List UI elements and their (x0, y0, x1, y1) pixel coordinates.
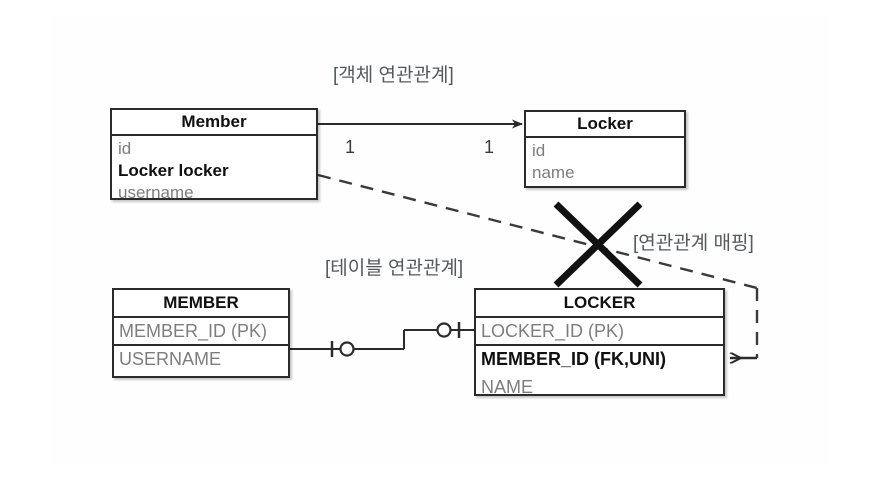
entity-member-field-username: username (118, 183, 194, 202)
table-member-column-username: USERNAME (119, 349, 222, 369)
cardinality-left: 1 (345, 137, 356, 157)
label-table-relation: [테이블 연관관계] (325, 258, 464, 279)
table-member-title: MEMBER (114, 290, 288, 318)
entity-member-fields: id Locker locker username (112, 136, 316, 207)
table-box-locker[interactable]: LOCKER LOCKER_ID (PK) MEMBER_ID (FK,UNI)… (474, 288, 725, 397)
relation-mapping-dashed-line (317, 173, 759, 358)
table-relation-connector (290, 322, 474, 357)
entity-locker-fields: id name (526, 138, 684, 187)
label-object-relation: [객체 연관관계] (333, 65, 454, 86)
table-member-column-member-id: MEMBER_ID (PK) (114, 318, 288, 346)
entity-box-locker[interactable]: Locker id name (524, 110, 686, 188)
table-locker-column-member-id: MEMBER_ID (FK,UNI) (481, 349, 666, 369)
table-locker-title: LOCKER (476, 290, 723, 318)
entity-box-member[interactable]: Member id Locker locker username (110, 108, 318, 202)
entity-locker-field-id: id (532, 141, 546, 160)
entity-locker-title: Locker (526, 112, 684, 138)
entity-member-title: Member (112, 110, 316, 136)
table-box-member[interactable]: MEMBER MEMBER_ID (PK) USERNAME (112, 288, 290, 378)
table-locker-column-name: NAME (481, 377, 534, 397)
cross-out-x-icon (553, 201, 643, 288)
entity-member-field-locker: Locker locker (118, 161, 229, 180)
entity-member-field-id: id (118, 139, 132, 158)
cardinality-right: 1 (484, 137, 495, 157)
table-locker-column-locker-id: LOCKER_ID (PK) (476, 318, 723, 346)
label-relation-mapping: [연관관계 매핑] (633, 233, 754, 254)
entity-locker-field-name: name (532, 163, 575, 182)
